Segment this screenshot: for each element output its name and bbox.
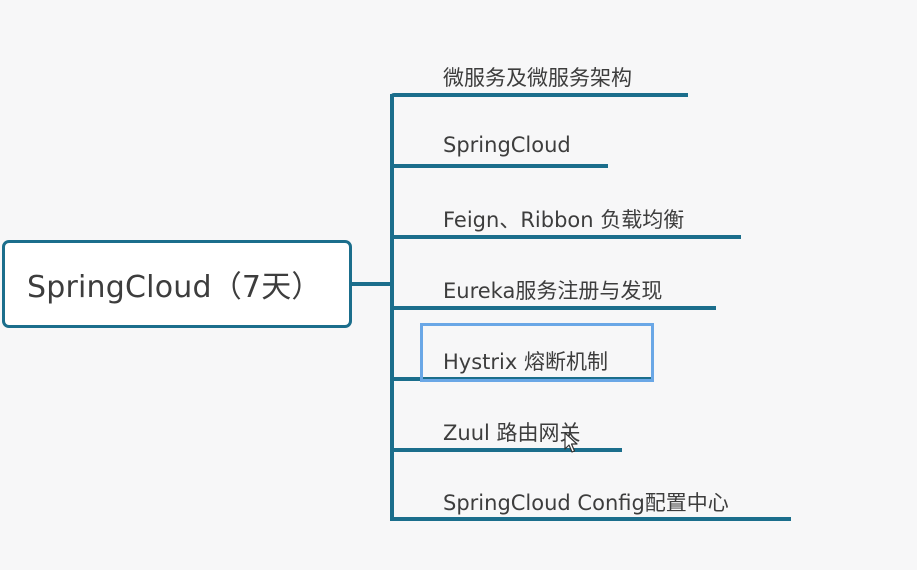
branch-line-6 [390, 448, 622, 452]
subtopic-springcloud[interactable]: SpringCloud [443, 133, 571, 157]
subtopic-config[interactable]: SpringCloud Config配置中心 [443, 491, 729, 515]
branch-line-4 [390, 306, 716, 310]
root-topic[interactable]: SpringCloud（7天） [2, 240, 352, 328]
selection-highlight [420, 323, 654, 382]
root-topic-label: SpringCloud（7天） [27, 270, 322, 305]
subtopic-hystrix[interactable]: Hystrix 熔断机制 [443, 350, 608, 374]
root-connector-line [352, 282, 394, 286]
subtopic-zuul[interactable]: Zuul 路由网关 [443, 421, 581, 445]
subtopic-eureka[interactable]: Eureka服务注册与发现 [443, 279, 663, 303]
subtopic-feign-ribbon[interactable]: Feign、Ribbon 负载均衡 [443, 208, 685, 232]
subtopic-microservices[interactable]: 微服务及微服务架构 [443, 66, 632, 90]
mouse-cursor-icon [564, 432, 578, 453]
branch-line-7 [390, 517, 791, 521]
branch-line-1 [390, 93, 688, 97]
branch-line-2 [390, 164, 608, 168]
branch-line-3 [390, 235, 741, 239]
